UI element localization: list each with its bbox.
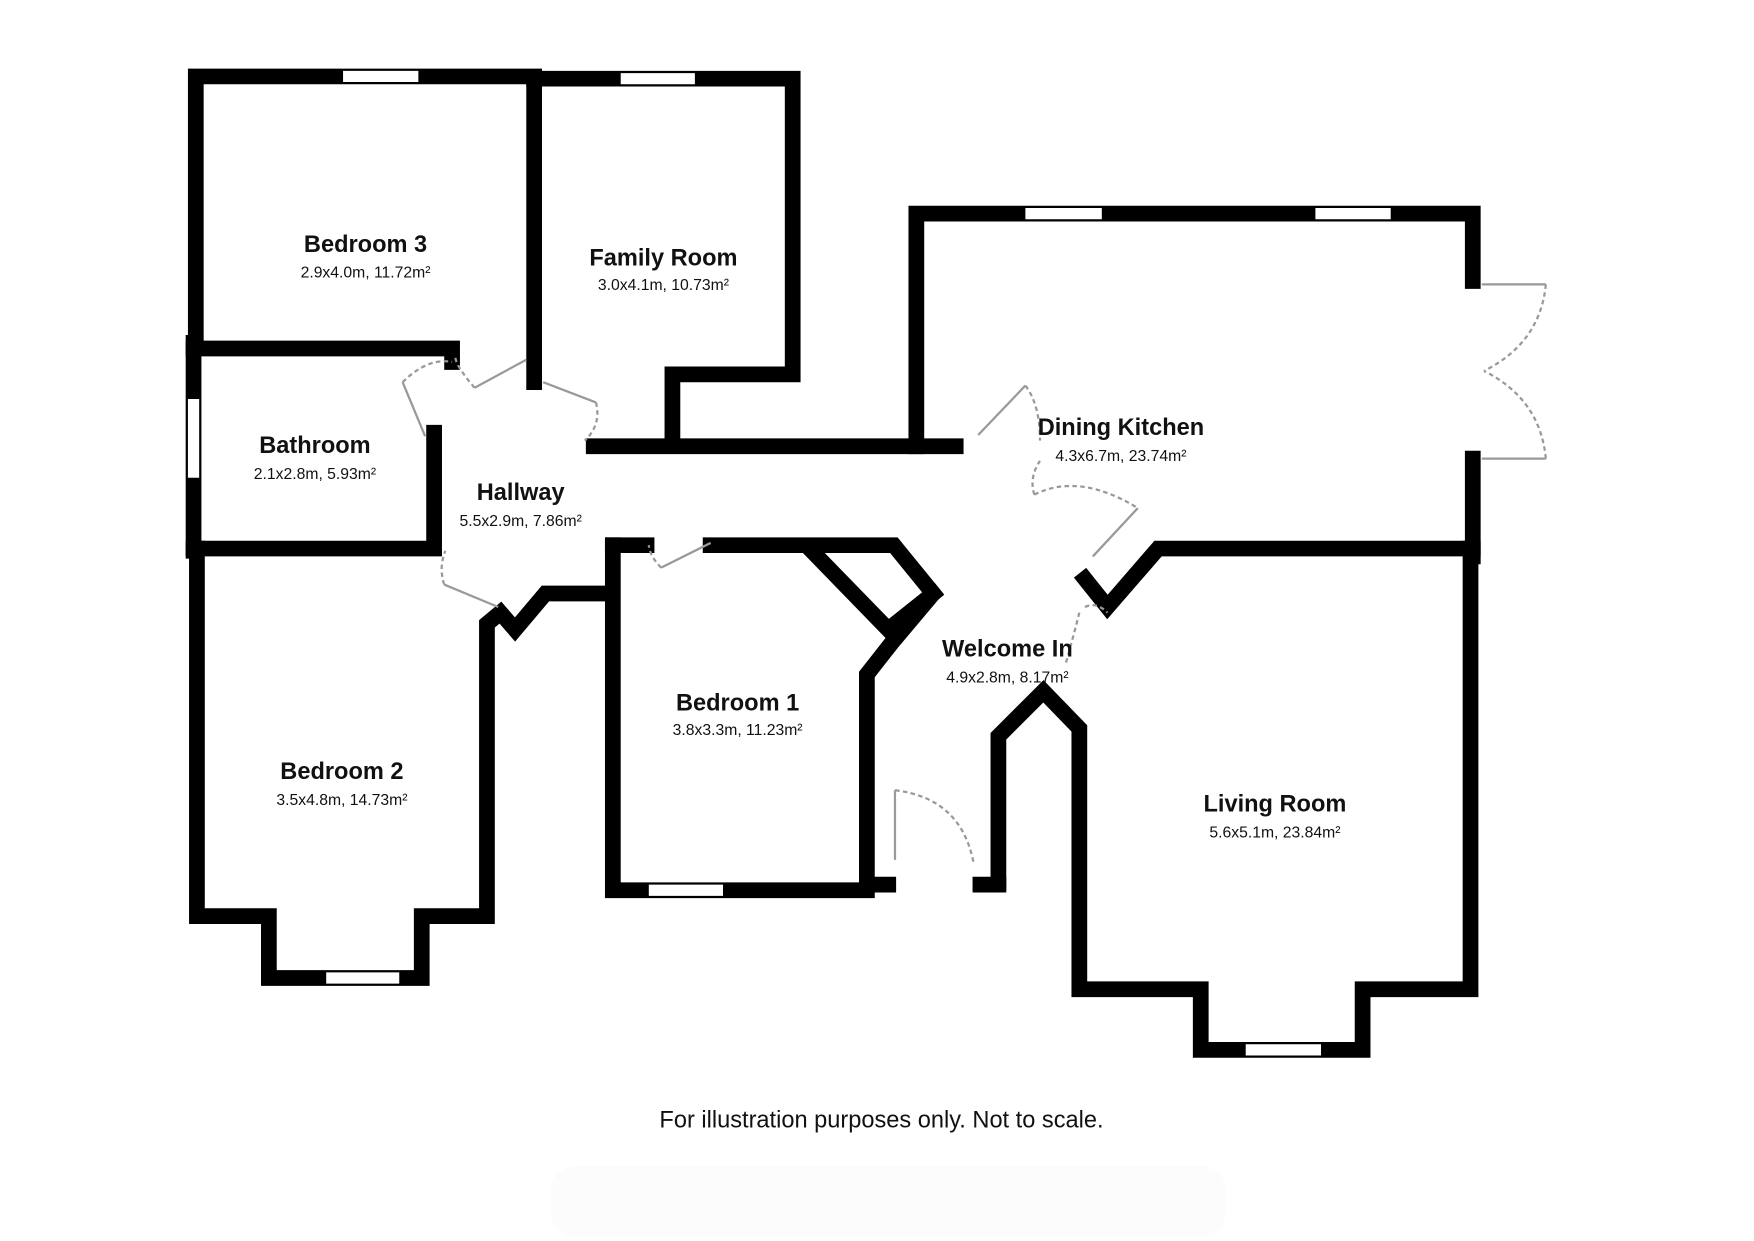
room-name: Bedroom 3: [304, 232, 427, 258]
room-dimensions: 2.1x2.8m, 5.93m²: [254, 466, 376, 483]
room-label-bedroom-3: Bedroom 3 2.9x4.0m, 11.72m²: [301, 232, 431, 282]
room-label-welcome-in: Welcome In 4.9x2.8m, 8.17m²: [942, 636, 1073, 686]
room-label-dining-kitchen: Dining Kitchen 4.3x6.7m, 23.74m²: [1038, 415, 1204, 465]
room-dimensions: 3.0x4.1m, 10.73m²: [598, 277, 729, 294]
room-name: Living Room: [1203, 792, 1346, 818]
room-name: Welcome In: [942, 636, 1073, 662]
room-label-living-room: Living Room 5.6x5.1m, 23.84m²: [1203, 792, 1346, 842]
faint-banner: [551, 1166, 1226, 1237]
room-name: Family Room: [589, 245, 737, 271]
room-dimensions: 4.9x2.8m, 8.17m²: [946, 669, 1068, 686]
room-label-bedroom-2: Bedroom 2 3.5x4.8m, 14.73m²: [276, 759, 407, 809]
room-label-hallway: Hallway 5.5x2.9m, 7.86m²: [460, 480, 582, 530]
room-name: Hallway: [477, 480, 565, 506]
room-name: Bathroom: [259, 433, 370, 459]
room-label-bedroom-1: Bedroom 1 3.8x3.3m, 11.23m²: [673, 690, 803, 739]
disclaimer-text: For illustration purposes only. Not to s…: [659, 1107, 1103, 1133]
room-label-family-room: Family Room 3.0x4.1m, 10.73m²: [589, 245, 737, 294]
room-name: Bedroom 1: [676, 690, 799, 716]
room-dimensions: 3.5x4.8m, 14.73m²: [276, 792, 407, 809]
doors: [401, 283, 1547, 864]
walls: [185, 68, 1481, 1058]
room-dimensions: 4.3x6.7m, 23.74m²: [1055, 448, 1186, 465]
room-dimensions: 2.9x4.0m, 11.72m²: [301, 265, 431, 282]
windows: [187, 70, 1391, 1056]
room-label-bathroom: Bathroom 2.1x2.8m, 5.93m²: [254, 433, 376, 483]
room-name: Bedroom 2: [280, 759, 403, 785]
room-name: Dining Kitchen: [1038, 415, 1204, 441]
room-dimensions: 5.6x5.1m, 23.84m²: [1209, 824, 1340, 841]
room-dimensions: 5.5x2.9m, 7.86m²: [460, 513, 582, 530]
room-dimensions: 3.8x3.3m, 11.23m²: [673, 722, 803, 739]
